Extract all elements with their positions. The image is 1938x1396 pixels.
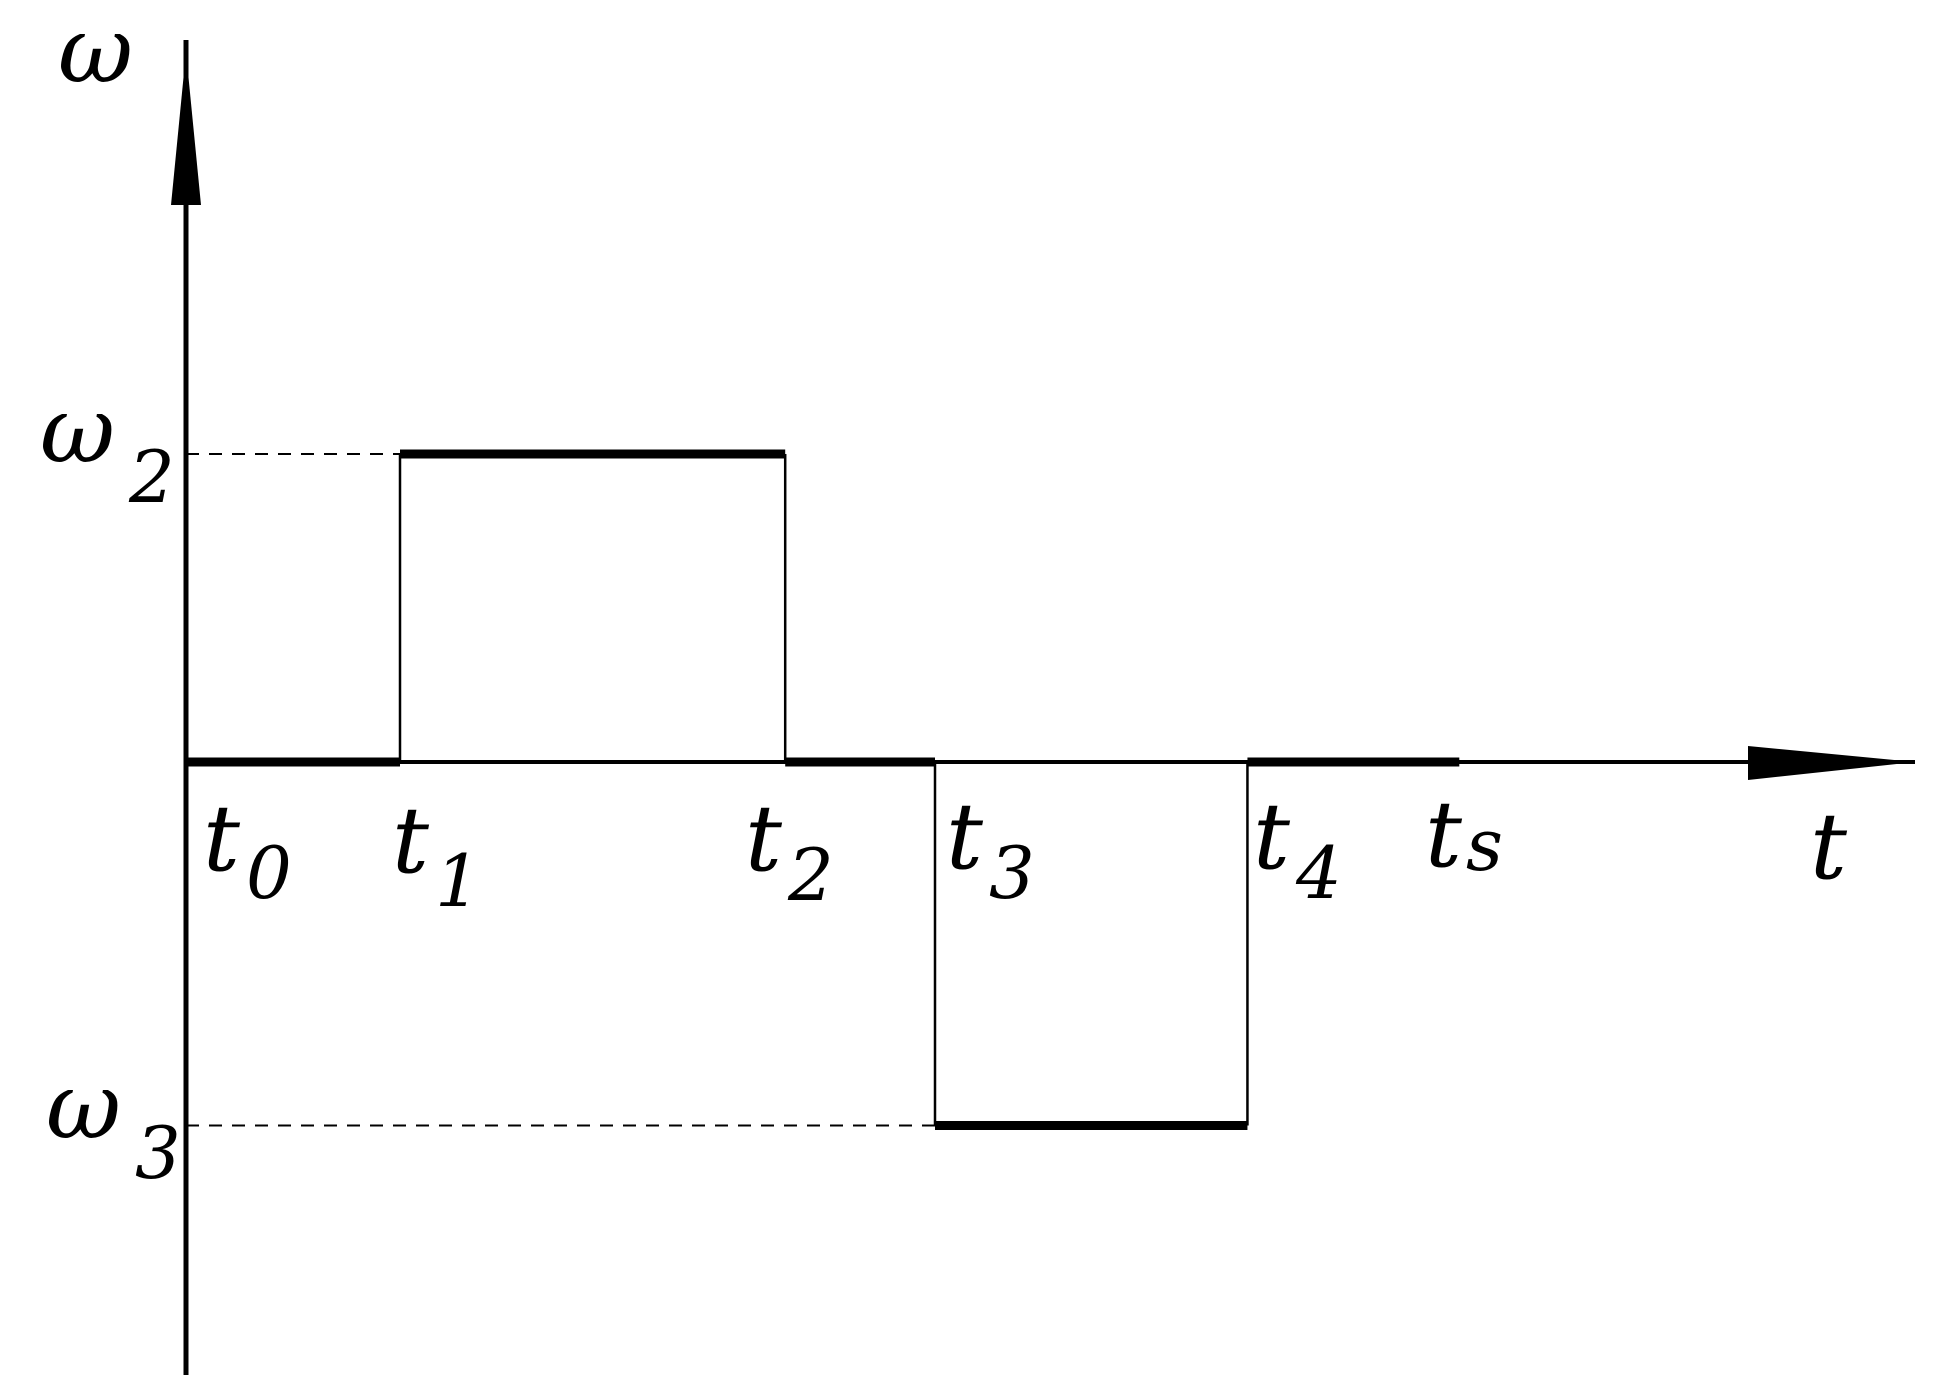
t1-label: t1 (392, 787, 481, 923)
y-axis-arrowhead (171, 52, 201, 205)
pulse-segments (186, 449, 1460, 1130)
pulse-verticals (398, 454, 1249, 1126)
t0-label: t0 (203, 785, 292, 915)
y-axis-label: ω (58, 0, 133, 104)
t3-label: t3 (946, 783, 1035, 915)
t2-label: t2 (745, 785, 834, 917)
t4-label: t4 (1253, 783, 1342, 915)
x-axis-label: t (1810, 793, 1848, 900)
ts-label: ts (1425, 781, 1503, 888)
x-axis-arrowhead (1748, 746, 1915, 780)
